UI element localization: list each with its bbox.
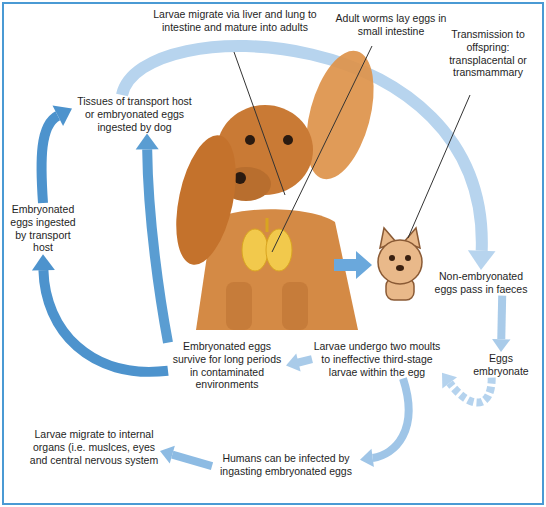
annotation-text: Larvae migrate via liver and lung to int… xyxy=(135,8,335,34)
step-text: Eggs embryonate xyxy=(470,352,532,378)
step-text: Humans can be infected by ingasting embr… xyxy=(212,452,360,478)
arrow-head xyxy=(53,106,72,126)
step-text-block: Larvae migrate to internal organs (i.e. … xyxy=(28,428,160,466)
cycle-arrow xyxy=(136,133,168,342)
step-text-block: Tissues of transport host or embryonated… xyxy=(72,95,197,133)
step-text: Larvae undergo two moults to ineffective… xyxy=(312,340,442,378)
step-text: Larvae migrate to internal organs (i.e. … xyxy=(28,428,160,466)
arrow-shaft xyxy=(497,296,506,340)
arrow-head xyxy=(492,339,510,352)
cycle-arrow xyxy=(492,296,510,352)
cycle-arrow xyxy=(360,378,409,467)
arrow-shaft xyxy=(43,270,168,372)
leader-line xyxy=(272,46,372,252)
arrow-head xyxy=(32,254,55,270)
step-text: Non-embryonated eggs pass in faeces xyxy=(428,270,534,296)
offspring-arrow xyxy=(334,251,372,279)
arrow-shaft xyxy=(450,378,492,403)
step-text-block: Larvae undergo two moults to ineffective… xyxy=(312,340,442,378)
arrow-head xyxy=(136,133,159,149)
cycle-arrow xyxy=(286,354,312,372)
cycle-arrow xyxy=(32,254,168,372)
dog-ear xyxy=(166,130,246,270)
lung xyxy=(242,229,268,271)
step-text-block: Eggs embryonate xyxy=(470,352,532,378)
step-text-block: Non-embryonated eggs pass in faeces xyxy=(428,270,534,296)
arrow-shaft xyxy=(373,378,409,458)
arrow-head xyxy=(468,250,496,270)
trachea xyxy=(266,218,269,232)
dog-eye xyxy=(283,135,293,145)
annotation-text: Adult worms lay eggs in small intestine xyxy=(335,12,447,38)
arrow-head xyxy=(360,449,374,467)
arrow-shaft xyxy=(147,149,168,342)
dog-leg xyxy=(226,282,252,330)
puppy-eye xyxy=(405,255,411,261)
puppy-head xyxy=(378,240,422,284)
annotation-text: Transmission to offspring: transplacenta… xyxy=(434,28,542,79)
arrow-head xyxy=(442,373,457,389)
arrow-shaft xyxy=(298,359,312,363)
leader-line xyxy=(408,95,470,238)
puppy-nose xyxy=(396,265,404,271)
step-text-block: Embryonated eggs ingested by transport h… xyxy=(6,203,80,254)
arrow-head xyxy=(160,446,175,464)
step-text: Embryonated eggs ingested by transport h… xyxy=(6,203,80,254)
step-text-block: Humans can be infected by ingasting embr… xyxy=(212,452,360,478)
step-text: Tissues of transport host or embryonated… xyxy=(72,95,197,133)
arrow-shaft xyxy=(42,116,58,203)
lung xyxy=(266,229,292,271)
puppy-eye xyxy=(389,255,395,261)
dog-eye xyxy=(245,135,255,145)
arrow-head xyxy=(286,354,301,372)
step-text: Embryonated eggs survive for long period… xyxy=(168,340,286,391)
cycle-arrow xyxy=(42,106,72,203)
step-text-block: Embryonated eggs survive for long period… xyxy=(168,340,286,391)
dog-leg xyxy=(282,282,308,330)
leader-line xyxy=(234,52,285,195)
cycle-arrow xyxy=(442,373,492,403)
cycle-arrow xyxy=(160,446,212,466)
dog-nose xyxy=(234,172,246,184)
arrow-shaft xyxy=(172,455,212,466)
